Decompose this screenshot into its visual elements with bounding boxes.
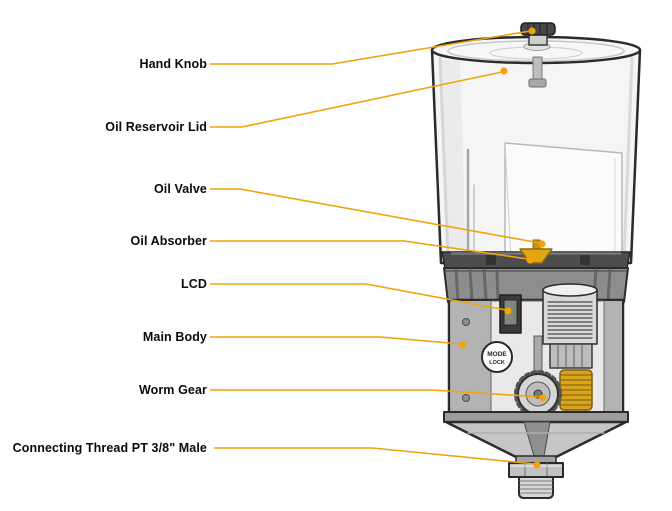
absorber-panel	[504, 142, 623, 261]
leader-worm-gear	[210, 389, 547, 402]
leader-hand-knob	[210, 27, 536, 65]
leader-oil-absorber	[210, 240, 534, 264]
marker-dot	[538, 240, 546, 248]
drive-gear	[514, 335, 562, 418]
label-lcd: LCD	[181, 277, 207, 291]
knob-shaft	[528, 56, 547, 88]
label-oil-valve: Oil Valve	[153, 182, 207, 196]
marker-dot	[528, 27, 536, 35]
leader-main-body	[210, 336, 467, 349]
label-oil-reservoir-lid: Oil Reservoir Lid	[105, 120, 207, 134]
device-illustration: MODE LOCK	[430, 22, 642, 499]
marker-dot	[459, 341, 467, 349]
leader-connecting-thread	[214, 447, 541, 469]
label-main-body: Main Body	[142, 330, 207, 344]
bottom-flange	[443, 411, 629, 423]
leader-lcd	[210, 283, 512, 315]
motor	[542, 283, 598, 345]
marker-dot	[504, 307, 512, 315]
label-worm-gear: Worm Gear	[138, 383, 207, 397]
marker-dot	[533, 461, 541, 469]
marker-dot	[539, 394, 547, 402]
collar	[443, 267, 629, 303]
gearbox	[549, 343, 593, 369]
label-connecting-thread: Connecting Thread PT 3/8" Male	[12, 441, 207, 455]
lcd-part	[499, 294, 522, 334]
label-hand-knob: Hand Knob	[139, 57, 207, 71]
label-oil-absorber: Oil Absorber	[130, 234, 207, 248]
marker-dot	[526, 256, 534, 264]
worm-gear-part	[559, 369, 593, 411]
leader-oil-valve	[210, 188, 546, 248]
mode-label: MODE	[487, 351, 507, 358]
connecting-thread-part	[518, 476, 554, 499]
marker-dot	[500, 67, 508, 75]
leader-lines	[210, 27, 547, 469]
lock-label: LOCK	[489, 360, 505, 366]
reservoir-lid-part	[430, 35, 642, 65]
inner-tube	[466, 148, 475, 258]
cone	[444, 420, 628, 460]
mode-lock-button: MODE LOCK	[481, 341, 513, 373]
leader-oil-reservoir-lid	[210, 67, 508, 128]
